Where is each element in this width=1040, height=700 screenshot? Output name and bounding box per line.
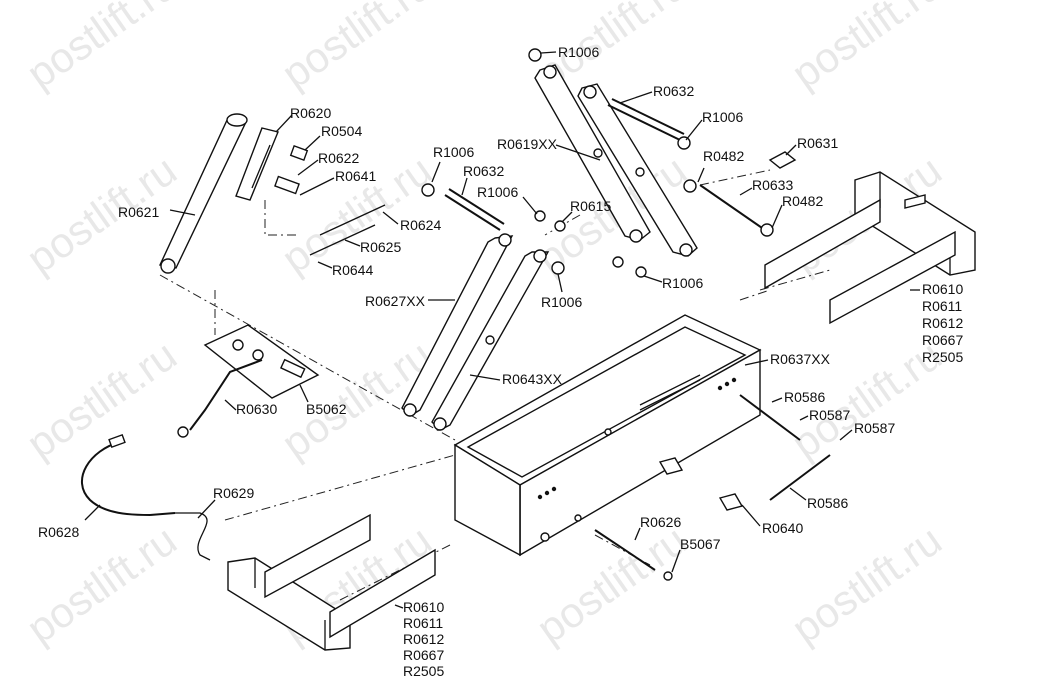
label-r0633: R0633 bbox=[752, 177, 793, 193]
label-r0586: R0586 bbox=[807, 495, 848, 511]
label-r1006: R1006 bbox=[662, 275, 703, 291]
label-r0628: R0628 bbox=[38, 524, 79, 540]
label-b5062: B5062 bbox=[306, 401, 347, 417]
watermark-text: postlift.ru bbox=[18, 146, 185, 282]
label-r0620: R0620 bbox=[290, 105, 331, 121]
label-r0667: R0667 bbox=[922, 332, 963, 348]
hydraulic-cylinder bbox=[158, 113, 279, 274]
label-b5067: B5067 bbox=[680, 536, 721, 552]
label-r0611: R0611 bbox=[922, 298, 962, 314]
label-r0587: R0587 bbox=[809, 407, 850, 423]
label-r0612: R0612 bbox=[922, 315, 963, 331]
label-r0632: R0632 bbox=[463, 163, 504, 179]
label-r0612: R0612 bbox=[403, 631, 444, 647]
label-r0637xx: R0637XX bbox=[770, 351, 831, 367]
watermark-text: postlift.ru bbox=[18, 331, 185, 467]
label-r0482: R0482 bbox=[703, 148, 744, 164]
label-r1006: R1006 bbox=[541, 294, 582, 310]
base-frame-box bbox=[453, 314, 762, 557]
fasteners bbox=[421, 48, 691, 278]
watermark-text: postlift.ru bbox=[783, 516, 950, 652]
label-r0626: R0626 bbox=[640, 514, 681, 530]
lower-arm-plates bbox=[401, 233, 550, 431]
label-r0622: R0622 bbox=[318, 150, 359, 166]
label-r0644: R0644 bbox=[332, 262, 373, 278]
label-group-bottom: R0610 R0611 R0612 R0667 R2505 bbox=[403, 599, 444, 679]
watermark-text: postlift.ru bbox=[18, 0, 185, 97]
hydraulic-hose bbox=[80, 433, 211, 561]
label-r0619xx: R0619XX bbox=[497, 136, 558, 152]
leader-lines bbox=[84, 51, 920, 609]
label-r0625: R0625 bbox=[360, 239, 401, 255]
label-r0624: R0624 bbox=[400, 217, 441, 233]
label-r1006: R1006 bbox=[477, 184, 518, 200]
watermark-text: postlift.ru bbox=[273, 0, 440, 97]
part-labels: R1006 R0632 R1006 R0619XX R0631 R0482 R0… bbox=[38, 44, 963, 679]
label-r0643xx: R0643XX bbox=[502, 371, 563, 387]
label-r0667: R0667 bbox=[403, 647, 444, 663]
label-r0621: R0621 bbox=[118, 204, 159, 220]
label-r1006: R1006 bbox=[558, 44, 599, 60]
label-r2505: R2505 bbox=[403, 663, 444, 679]
label-r0640: R0640 bbox=[762, 520, 803, 536]
label-r0482: R0482 bbox=[782, 193, 823, 209]
label-r1006: R1006 bbox=[433, 144, 474, 160]
left-end-foot bbox=[227, 513, 436, 651]
label-r0632: R0632 bbox=[653, 83, 694, 99]
label-r0610: R0610 bbox=[403, 599, 444, 615]
label-r0504: R0504 bbox=[321, 123, 362, 139]
label-r0629: R0629 bbox=[213, 485, 254, 501]
label-r1006: R1006 bbox=[702, 109, 743, 125]
watermark-text: postlift.ru bbox=[783, 0, 950, 97]
watermark-text: postlift.ru bbox=[528, 516, 695, 652]
label-r0611: R0611 bbox=[403, 615, 443, 631]
label-r0627xx: R0627XX bbox=[365, 293, 426, 309]
label-r0641: R0641 bbox=[335, 168, 376, 184]
label-r0587: R0587 bbox=[854, 420, 895, 436]
label-r0630: R0630 bbox=[236, 401, 277, 417]
pins-and-shafts bbox=[274, 98, 831, 581]
release-valve-assembly bbox=[177, 324, 320, 438]
label-r0610: R0610 bbox=[922, 281, 963, 297]
upper-arm-plates bbox=[534, 64, 698, 257]
label-r2505: R2505 bbox=[922, 349, 963, 365]
watermark-layer: postlift.ru postlift.ru postlift.ru postlif… bbox=[18, 0, 1040, 652]
label-r0586: R0586 bbox=[784, 389, 825, 405]
label-r0615: R0615 bbox=[570, 198, 611, 214]
label-r0631: R0631 bbox=[797, 135, 838, 151]
right-end-foot bbox=[764, 171, 976, 325]
label-group-right: R0610 R0611 R0612 R0667 R2505 bbox=[922, 281, 963, 365]
